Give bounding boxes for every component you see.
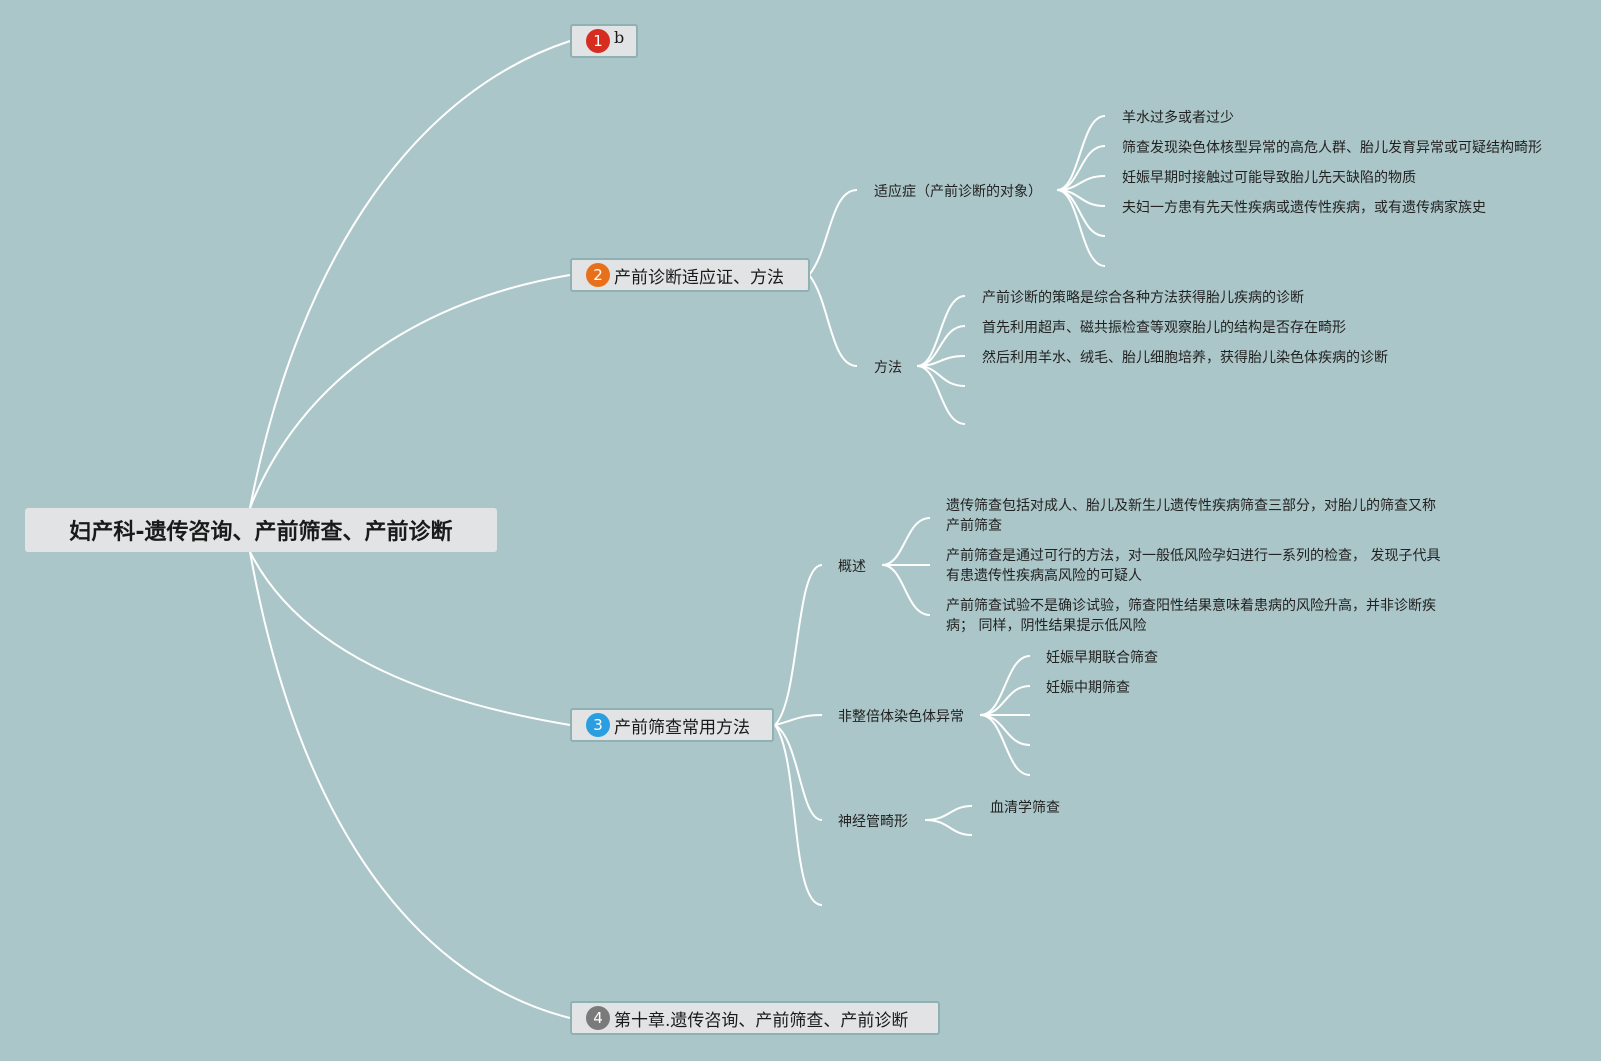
branch-2[interactable]: 2 产前诊断适应证、方法 <box>570 258 810 292</box>
branch-1[interactable]: 1 b <box>570 24 638 58</box>
branch-2-label: 产前诊断适应证、方法 <box>614 267 784 288</box>
indication-item[interactable]: 筛查发现染色体核型异常的高危人群、胎儿发育异常或可疑结构畸形 <box>1122 140 1542 156</box>
aneuploidy-item[interactable]: 妊娠早期联合筛查 <box>1046 650 1158 666</box>
indication-item[interactable]: 羊水过多或者过少 <box>1122 110 1234 126</box>
root-title: 妇产科-遗传咨询、产前筛查、产前诊断 <box>69 520 453 545</box>
topic-methods[interactable]: 方法 <box>874 360 902 376</box>
branch-3[interactable]: 3 产前筛查常用方法 <box>570 708 774 742</box>
link-b3-aneuploidy <box>774 714 823 726</box>
branch-4[interactable]: 4 第十章.遗传咨询、产前筛查、产前诊断 <box>570 1001 940 1035</box>
link-root-b4 <box>249 551 571 1019</box>
link-root-b3 <box>249 551 571 726</box>
overview-item[interactable]: 产前筛查是通过可行的方法，对一般低风险孕妇进行一系列的检查， 发现子代具有患遗传… <box>946 548 1441 584</box>
badge-1: 1 <box>586 29 610 53</box>
link-b3-overview <box>774 564 823 726</box>
link-b3-ntd <box>774 724 823 821</box>
overview-item[interactable]: 产前筛查试验不是确诊试验，筛查阳性结果意味着患病的风险升高，并非诊断疾病； 同样… <box>946 598 1436 634</box>
link-root-b1 <box>249 40 571 509</box>
branch-4-label: 第十章.遗传咨询、产前筛查、产前诊断 <box>614 1010 909 1031</box>
topic-indications[interactable]: 适应症（产前诊断的对象） <box>874 184 1042 200</box>
topic-ntd[interactable]: 神经管畸形 <box>838 814 908 830</box>
badge-4: 4 <box>586 1006 610 1030</box>
link-b2-methods <box>808 274 858 367</box>
link-b3-empty <box>774 724 823 906</box>
method-item[interactable]: 首先利用超声、磁共振检查等观察胎儿的结构是否存在畸形 <box>982 320 1346 336</box>
root-node[interactable]: 妇产科-遗传咨询、产前筛查、产前诊断 <box>25 508 497 552</box>
link-root-b2 <box>249 274 571 509</box>
badge-2: 2 <box>586 263 610 287</box>
topic-overview[interactable]: 概述 <box>838 559 866 575</box>
badge-3: 3 <box>586 713 610 737</box>
ntd-item[interactable]: 血清学筛查 <box>990 800 1060 816</box>
link-b2-indications <box>808 189 858 276</box>
overview-item[interactable]: 遗传筛查包括对成人、胎儿及新生儿遗传性疾病筛查三部分，对胎儿的筛查又称产前筛查 <box>946 498 1436 534</box>
branch-3-label: 产前筛查常用方法 <box>614 717 750 738</box>
topic-aneuploidy[interactable]: 非整倍体染色体异常 <box>838 709 964 725</box>
method-item[interactable]: 然后利用羊水、绒毛、胎儿细胞培养，获得胎儿染色体疾病的诊断 <box>982 350 1388 366</box>
indication-item[interactable]: 妊娠早期时接触过可能导致胎儿先天缺陷的物质 <box>1122 170 1416 186</box>
aneuploidy-item[interactable]: 妊娠中期筛查 <box>1046 680 1130 696</box>
method-item[interactable]: 产前诊断的策略是综合各种方法获得胎儿疾病的诊断 <box>982 290 1304 306</box>
indication-item[interactable]: 夫妇一方患有先天性疾病或遗传性疾病，或有遗传病家族史 <box>1122 200 1486 216</box>
branch-1-label: b <box>614 27 625 47</box>
